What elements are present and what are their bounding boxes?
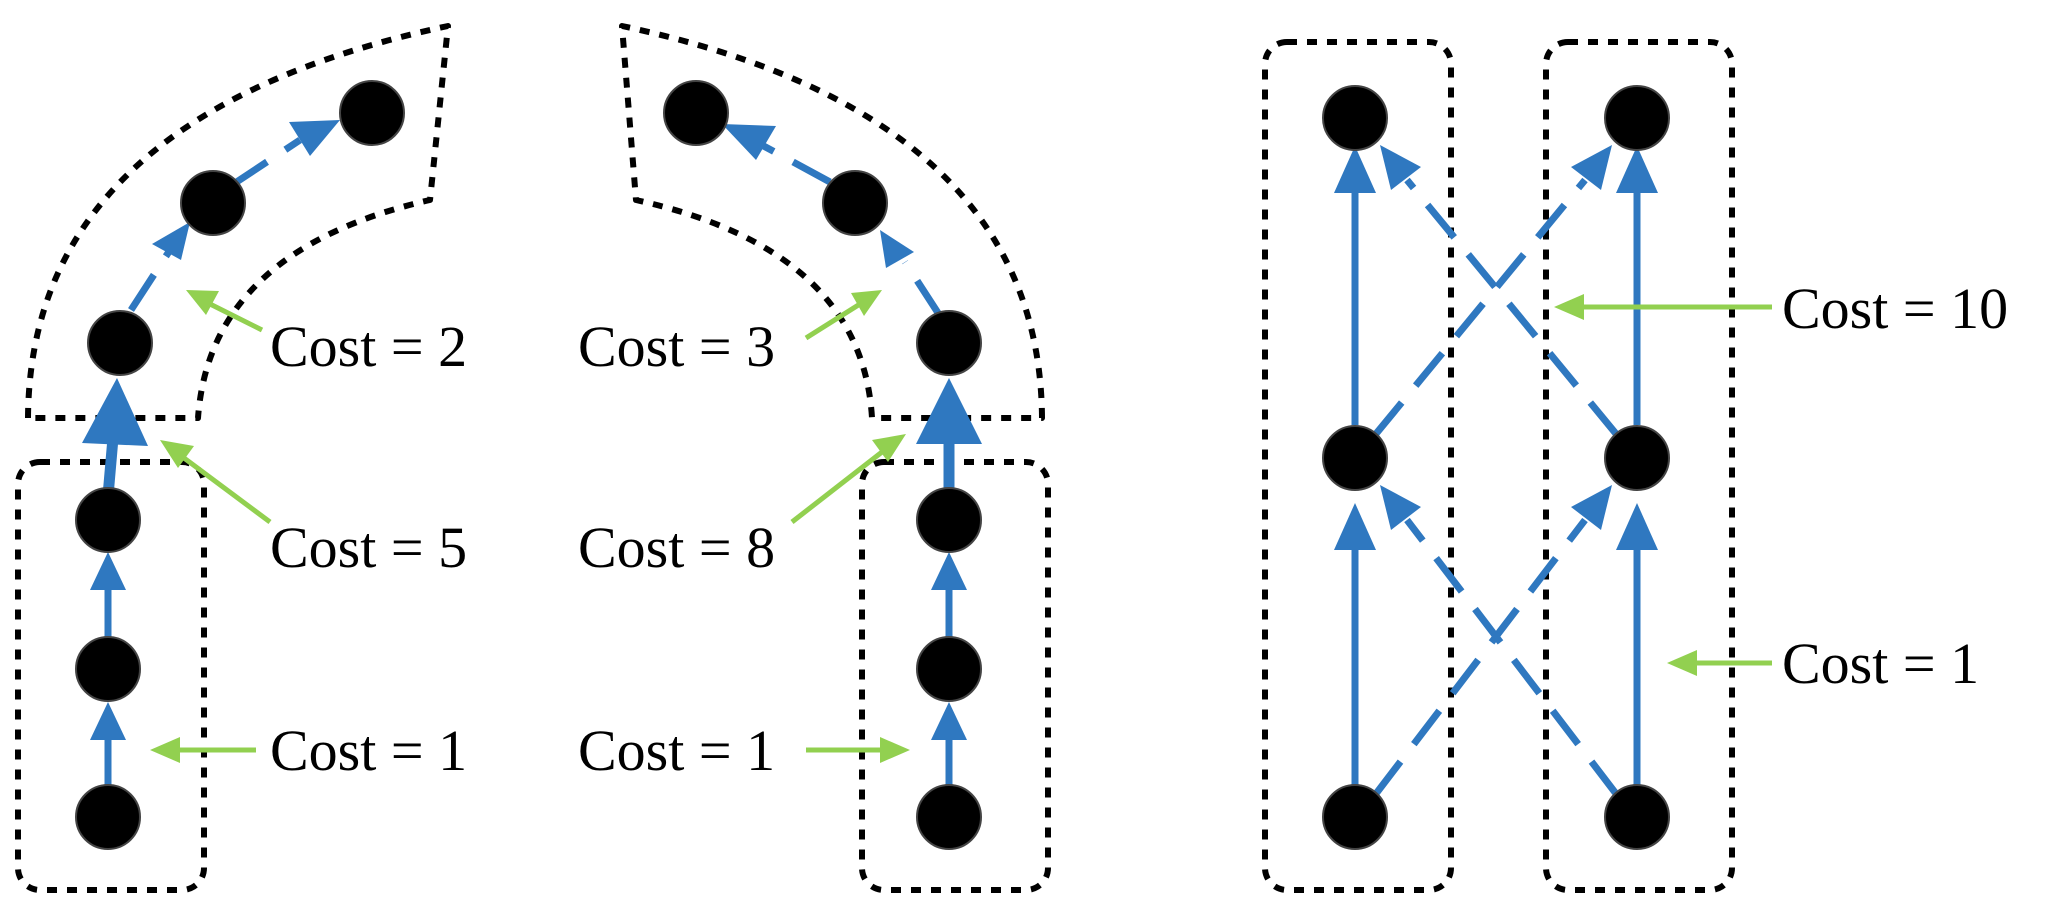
middle-bottom-cost-label: Cost = 1 bbox=[578, 718, 775, 783]
left-arrowhead-1 bbox=[90, 702, 126, 740]
middle-arrowhead-5 bbox=[722, 124, 776, 160]
right-cross-upper-b bbox=[1404, 177, 1620, 438]
left-node-1 bbox=[75, 784, 141, 850]
left-mid-cost-label: Cost = 5 bbox=[270, 515, 467, 580]
right-cross-lower-b-head bbox=[1380, 485, 1421, 530]
right-panel: Cost = 10 Cost = 1 bbox=[1262, 39, 2008, 893]
middle-node-2 bbox=[916, 636, 982, 702]
right-cross-upper-a bbox=[1372, 177, 1588, 438]
middle-node-5 bbox=[822, 170, 888, 236]
right-left-arrowhead-upper bbox=[1334, 146, 1376, 193]
left-edge-4 bbox=[128, 248, 173, 312]
left-pointer-top bbox=[208, 301, 264, 333]
left-edge-5 bbox=[230, 137, 302, 188]
right-cross-lower-a bbox=[1372, 517, 1588, 798]
middle-node-6 bbox=[663, 80, 729, 146]
middle-panel: Cost = 3 Cost = 8 Cost = 1 bbox=[578, 23, 1051, 893]
right-pointer-bottom-head bbox=[1667, 650, 1697, 676]
middle-pointer-mid-head bbox=[872, 434, 906, 462]
right-cross-upper-b-head bbox=[1380, 145, 1421, 190]
middle-pointer-top bbox=[804, 301, 862, 341]
middle-arrowhead-2 bbox=[931, 552, 967, 590]
right-cross-upper-a-head bbox=[1571, 145, 1612, 190]
left-arrowhead-3 bbox=[82, 378, 148, 446]
right-node-left-top bbox=[1322, 85, 1388, 151]
right-node-left-bottom bbox=[1322, 784, 1388, 850]
middle-edge-4 bbox=[902, 260, 943, 318]
left-node-4 bbox=[87, 310, 153, 376]
middle-node-4 bbox=[916, 310, 982, 376]
middle-pointer-top-head bbox=[851, 290, 882, 316]
left-curved-region bbox=[25, 23, 451, 421]
left-node-5 bbox=[180, 170, 246, 236]
middle-edge-5 bbox=[758, 140, 832, 186]
right-cross-lower-b bbox=[1404, 517, 1620, 798]
right-node-right-middle bbox=[1604, 425, 1670, 491]
middle-pointer-bottom-head bbox=[880, 737, 910, 763]
right-bottom-cost-label: Cost = 1 bbox=[1782, 631, 1979, 696]
left-pointer-mid bbox=[182, 455, 272, 525]
middle-top-cost-label: Cost = 3 bbox=[578, 314, 775, 379]
right-node-right-top bbox=[1604, 85, 1670, 151]
left-node-2 bbox=[75, 636, 141, 702]
left-arrowhead-4 bbox=[152, 222, 190, 260]
left-bottom-cost-label: Cost = 1 bbox=[270, 718, 467, 783]
left-straight-region bbox=[15, 459, 207, 893]
left-panel: Cost = 2 Cost = 5 Cost = 1 bbox=[15, 23, 467, 893]
right-cross-lower-a-head bbox=[1571, 485, 1612, 530]
middle-arrowhead-3 bbox=[916, 378, 982, 444]
middle-arrowhead-4 bbox=[880, 230, 914, 268]
left-node-6 bbox=[339, 80, 405, 146]
right-node-left-middle bbox=[1322, 425, 1388, 491]
left-arrowhead-2 bbox=[90, 552, 126, 590]
left-edge-3 bbox=[102, 437, 119, 497]
right-pointer-top-head bbox=[1554, 294, 1584, 320]
middle-arrowhead-1 bbox=[931, 702, 967, 740]
left-pointer-top-head bbox=[186, 290, 219, 315]
right-top-cost-label: Cost = 10 bbox=[1782, 276, 2008, 341]
left-top-cost-label: Cost = 2 bbox=[270, 314, 467, 379]
left-arrowhead-5 bbox=[289, 120, 340, 156]
middle-straight-region bbox=[859, 459, 1051, 893]
right-right-arrowhead-lower bbox=[1616, 503, 1658, 550]
middle-node-3 bbox=[916, 487, 982, 553]
right-node-right-bottom bbox=[1604, 784, 1670, 850]
left-pointer-mid-head bbox=[160, 440, 194, 468]
right-right-arrowhead-upper bbox=[1616, 146, 1658, 193]
right-left-column-region bbox=[1262, 39, 1454, 893]
left-pointer-bottom-head bbox=[150, 737, 180, 763]
right-right-column-region bbox=[1543, 39, 1735, 893]
middle-mid-cost-label: Cost = 8 bbox=[578, 515, 775, 580]
middle-pointer-mid bbox=[790, 450, 884, 524]
left-node-3 bbox=[75, 487, 141, 553]
right-left-arrowhead-lower bbox=[1334, 503, 1376, 550]
middle-node-1 bbox=[916, 784, 982, 850]
